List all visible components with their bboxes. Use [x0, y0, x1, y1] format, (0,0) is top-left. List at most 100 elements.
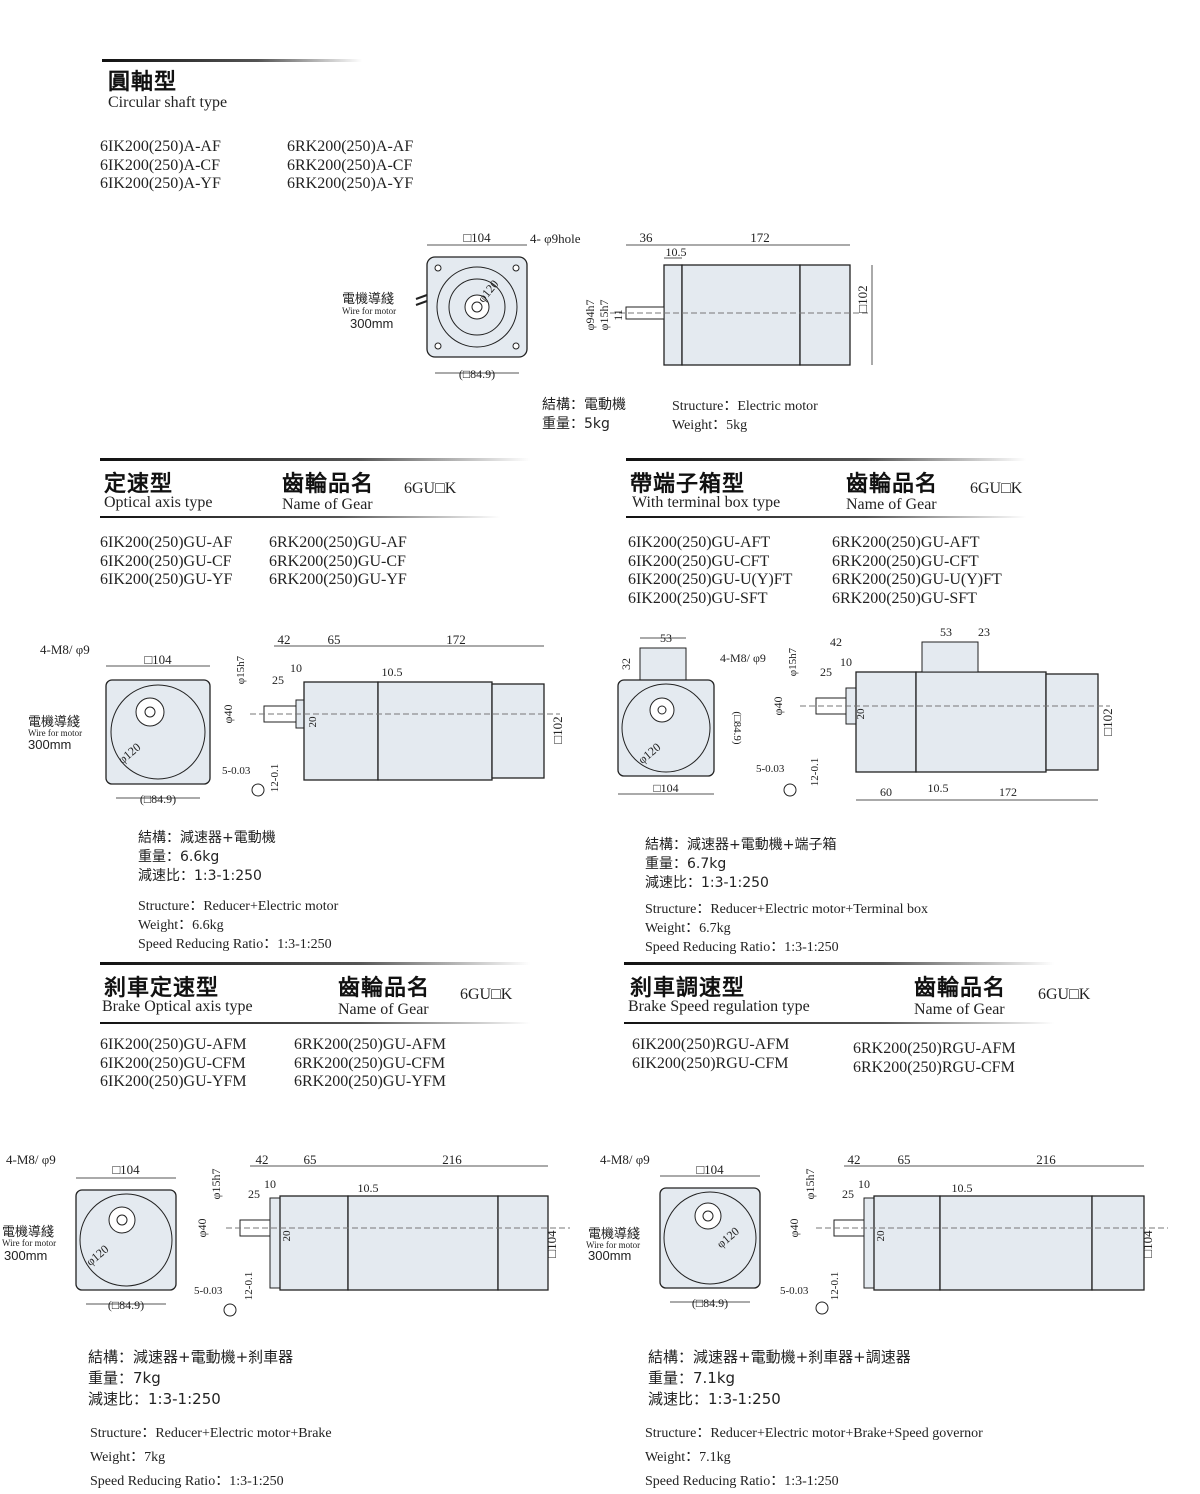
dim-20: 20 [307, 716, 319, 728]
dim-square: □104 [144, 652, 172, 667]
section-divider [100, 516, 500, 518]
spec-zh-block: 結構：減速器+電動機 重量：6.6kg 減速比：1:3-1:250 [138, 827, 276, 884]
spec-structure-en: Structure：Reducer+Electric motor+Termina… [645, 902, 929, 917]
brake-speed-front-view: □104 4-M8/ φ9 (□84.9) φ120 電機導綫 Wire for… [586, 1152, 761, 1310]
model-item: 6IK200(250)GU-U(Y)FT [628, 571, 793, 588]
model-item: 6IK200(250)RGU-AFM [632, 1036, 790, 1053]
dim-15h7: φ15h7 [597, 300, 611, 331]
dim-square: □104 [463, 230, 491, 245]
dim-10-5: 10.5 [952, 1181, 973, 1195]
wire-length: 300mm [4, 1248, 47, 1263]
dim-25: 25 [248, 1187, 260, 1201]
dim-shaft: φ15h7 [235, 655, 247, 684]
model-list-right: 6RK200(250)GU-AF 6RK200(250)GU-CF 6RK200… [269, 534, 407, 590]
section-title-brake-speed-zh: 刹車調速型 [630, 976, 746, 1001]
dim-10-5: 10.5 [928, 781, 949, 795]
section-title-circular-zh: 圓軸型 [108, 70, 178, 95]
dim-40: φ40 [221, 705, 235, 724]
dim-holes: 4-M8/ φ9 [40, 642, 90, 657]
spec-zh-block: 結構：減速器+電動機+刹車器+調速器 重量：7.1kg 減速比：1:3-1:25… [648, 1346, 911, 1409]
model-list-right: 6RK200(250)GU-AFT 6RK200(250)GU-CFT 6RK2… [832, 534, 1002, 608]
spec-ratio-en: Speed Reducing Ratio：1:3-1:250 [138, 937, 332, 952]
dim-25: 25 [842, 1187, 854, 1201]
model-item: 6IK200(250)RGU-CFM [632, 1054, 789, 1072]
dim-key1: 5-0.03 [194, 1285, 223, 1297]
model-item: 6IK200(250)GU-YF [100, 571, 233, 588]
spec-ratio-zh: 減速比：1:3-1:250 [648, 1390, 781, 1408]
section-title-optical-en: Optical axis type [104, 494, 213, 511]
gear-name-en: Name of Gear [282, 496, 373, 513]
dim-42: 42 [278, 632, 291, 647]
wire-length: 300mm [350, 316, 393, 331]
gear-front-view: □104 4-M8/ φ9 (□84.9) φ120 電機導綫 Wire for… [28, 642, 211, 806]
dim-104: □104 [544, 1230, 559, 1258]
dim-key2: 12-0.1 [269, 764, 281, 792]
section-title-terminal-en: With terminal box type [632, 494, 781, 511]
model-item: 6RK200(250)GU-CFM [294, 1054, 446, 1072]
dim-20: 20 [855, 708, 867, 720]
model-item: 6RK200(250)GU-AFM [294, 1036, 446, 1053]
model-item: 6IK200(250)GU-CFT [628, 552, 770, 570]
wire-label-en: Wire for motor [2, 1238, 56, 1248]
section-title-brake-optical-zh: 刹車定速型 [104, 976, 220, 1001]
dim-key2: 12-0.1 [829, 1272, 841, 1300]
dim-10: 10 [264, 1177, 276, 1191]
model-list-left: 6IK200(250)GU-AFT 6IK200(250)GU-CFT 6IK2… [628, 534, 792, 608]
dim-key1: 5-0.03 [222, 765, 251, 777]
dim-key2: 12-0.1 [809, 758, 821, 786]
model-list-right: 6RK200(250)GU-AFM 6RK200(250)GU-CFM 6RK2… [294, 1036, 446, 1092]
model-item: 6RK200(250)A-YF [287, 175, 414, 192]
gear-name-en: Name of Gear [914, 1001, 1005, 1018]
spec-ratio-zh: 減速比：1:3-1:250 [138, 868, 262, 884]
dim-inner: (□84.9) [459, 367, 495, 381]
model-list-right: 6RK200(250)A-AF 6RK200(250)A-CF 6RK200(2… [287, 138, 413, 194]
spec-ratio-zh: 減速比：1:3-1:250 [88, 1390, 221, 1408]
dim-inner: (□84.9) [108, 1298, 144, 1312]
model-item: 6IK200(250)GU-SFT [628, 589, 768, 607]
dim-172: 172 [999, 785, 1017, 799]
gear-code: 6GU□K [460, 986, 513, 1003]
dim-40: φ40 [771, 697, 785, 716]
spec-en-block: Structure：Reducer+Electric motor+Termina… [645, 898, 928, 955]
model-item: 6IK200(250)GU-CFM [100, 1054, 246, 1072]
section-title-terminal-zh: 帶端子箱型 [630, 472, 746, 497]
dim-102: □102 [550, 716, 565, 743]
spec-ratio-en: Speed Reducing Ratio：1:3-1:250 [90, 1474, 284, 1489]
gear-code: 6GU□K [1038, 986, 1091, 1003]
brake-speed-side-view: 42 65 216 10 25 10.5 φ15h7 φ40 20 □104 5… [780, 1152, 1168, 1315]
model-item: 6RK200(250)GU-U(Y)FT [832, 571, 1002, 588]
dim-key1: 5-0.03 [756, 763, 785, 775]
model-item: 6RK200(250)GU-SFT [832, 589, 977, 607]
front-view-drawing: □104 4- φ9hole (□84.9) φ120 電機導綫 Wire fo… [342, 230, 581, 381]
wire-label-zh: 電機導綫 [28, 715, 80, 730]
dim-inner: (□84.9) [692, 1296, 728, 1310]
dim-holes: 4- φ9hole [530, 231, 581, 246]
gear-name-zh: 齒輪品名 [846, 472, 939, 497]
dim-key1: 5-0.03 [780, 1285, 809, 1297]
dim-25: 25 [272, 673, 284, 687]
wire-label-zh: 電機導綫 [588, 1227, 640, 1242]
dim-inner: (□84.9) [731, 711, 743, 745]
dim-42: 42 [256, 1152, 269, 1167]
spec-structure-zh: 結構：減速器+電動機 [138, 830, 276, 846]
dim-42: 42 [848, 1152, 861, 1167]
brake-side-view: 42 65 216 10 25 10.5 φ15h7 φ40 20 □104 5… [194, 1152, 570, 1317]
dim-10: 10 [290, 661, 302, 675]
gear-code: 6GU□K [970, 480, 1023, 497]
dim-inner: (□84.9) [140, 792, 176, 806]
section-divider [624, 962, 1054, 965]
spec-weight-zh: 重量：7kg [88, 1369, 161, 1387]
dim-10: 10 [858, 1177, 870, 1191]
model-list-left: 6IK200(250)GU-AF 6IK200(250)GU-CF 6IK200… [100, 534, 232, 590]
spec-zh-block: 結構：減速器+電動機+端子箱 重量：6.7kg 減速比：1:3-1:250 [645, 834, 836, 891]
spec-weight-en: Weight：7.1kg [645, 1450, 731, 1465]
dim-10-5: 10.5 [382, 665, 403, 679]
wire-label-en: Wire for motor [342, 306, 396, 316]
model-list-right: 6RK200(250)RGU-AFM 6RK200(250)RGU-CFM [853, 1040, 1016, 1077]
spec-ratio-zh: 減速比：1:3-1:250 [645, 875, 769, 891]
model-list-left: 6IK200(250)RGU-AFM 6IK200(250)RGU-CFM [632, 1036, 789, 1073]
terminal-side-view: 42 53 23 25 10 φ15h7 φ40 20 □102 60 10.5… [756, 625, 1115, 801]
dim-holes: 4-M8/ φ9 [600, 1152, 650, 1167]
model-item: 6IK200(250)A-YF [100, 175, 221, 192]
model-item: 6RK200(250)GU-CF [269, 552, 406, 570]
